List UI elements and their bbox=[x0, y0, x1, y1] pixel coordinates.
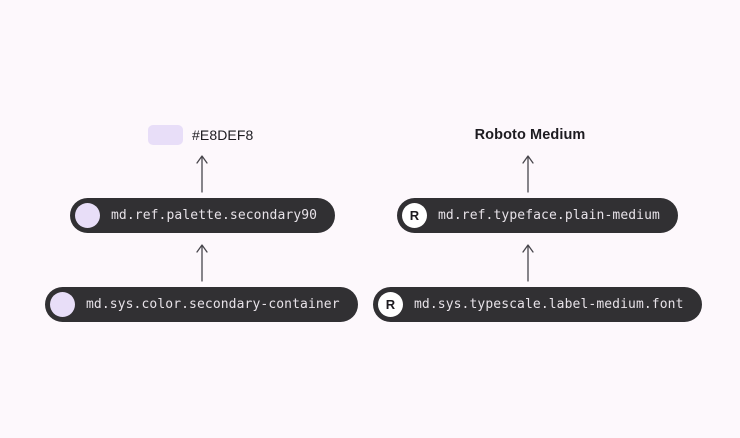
palette-color-dot-icon bbox=[75, 203, 100, 228]
ref-color-token-name: md.ref.palette.secondary90 bbox=[111, 208, 318, 223]
color-swatch bbox=[148, 125, 183, 145]
arrow-up-icon bbox=[522, 244, 534, 282]
arrow-up-icon bbox=[196, 244, 208, 282]
ref-typeface-token-pill: R md.ref.typeface.plain-medium bbox=[397, 198, 678, 233]
sys-typescale-token-name: md.sys.typescale.label-medium.font bbox=[414, 297, 684, 312]
roboto-letter-icon: R bbox=[378, 292, 403, 317]
ref-color-token-pill: md.ref.palette.secondary90 bbox=[70, 198, 336, 233]
arrow-up-icon bbox=[196, 155, 208, 193]
roboto-letter-icon: R bbox=[402, 203, 427, 228]
palette-color-dot-icon bbox=[50, 292, 75, 317]
resolved-typeface-label: Roboto Medium bbox=[474, 127, 586, 143]
arrow-up-icon bbox=[522, 155, 534, 193]
sys-color-token-pill: md.sys.color.secondary-container bbox=[45, 287, 358, 322]
hex-value-label: #E8DEF8 bbox=[192, 127, 254, 143]
sys-typescale-token-pill: R md.sys.typescale.label-medium.font bbox=[373, 287, 702, 322]
sys-color-token-name: md.sys.color.secondary-container bbox=[86, 297, 340, 312]
ref-typeface-token-name: md.ref.typeface.plain-medium bbox=[438, 208, 660, 223]
